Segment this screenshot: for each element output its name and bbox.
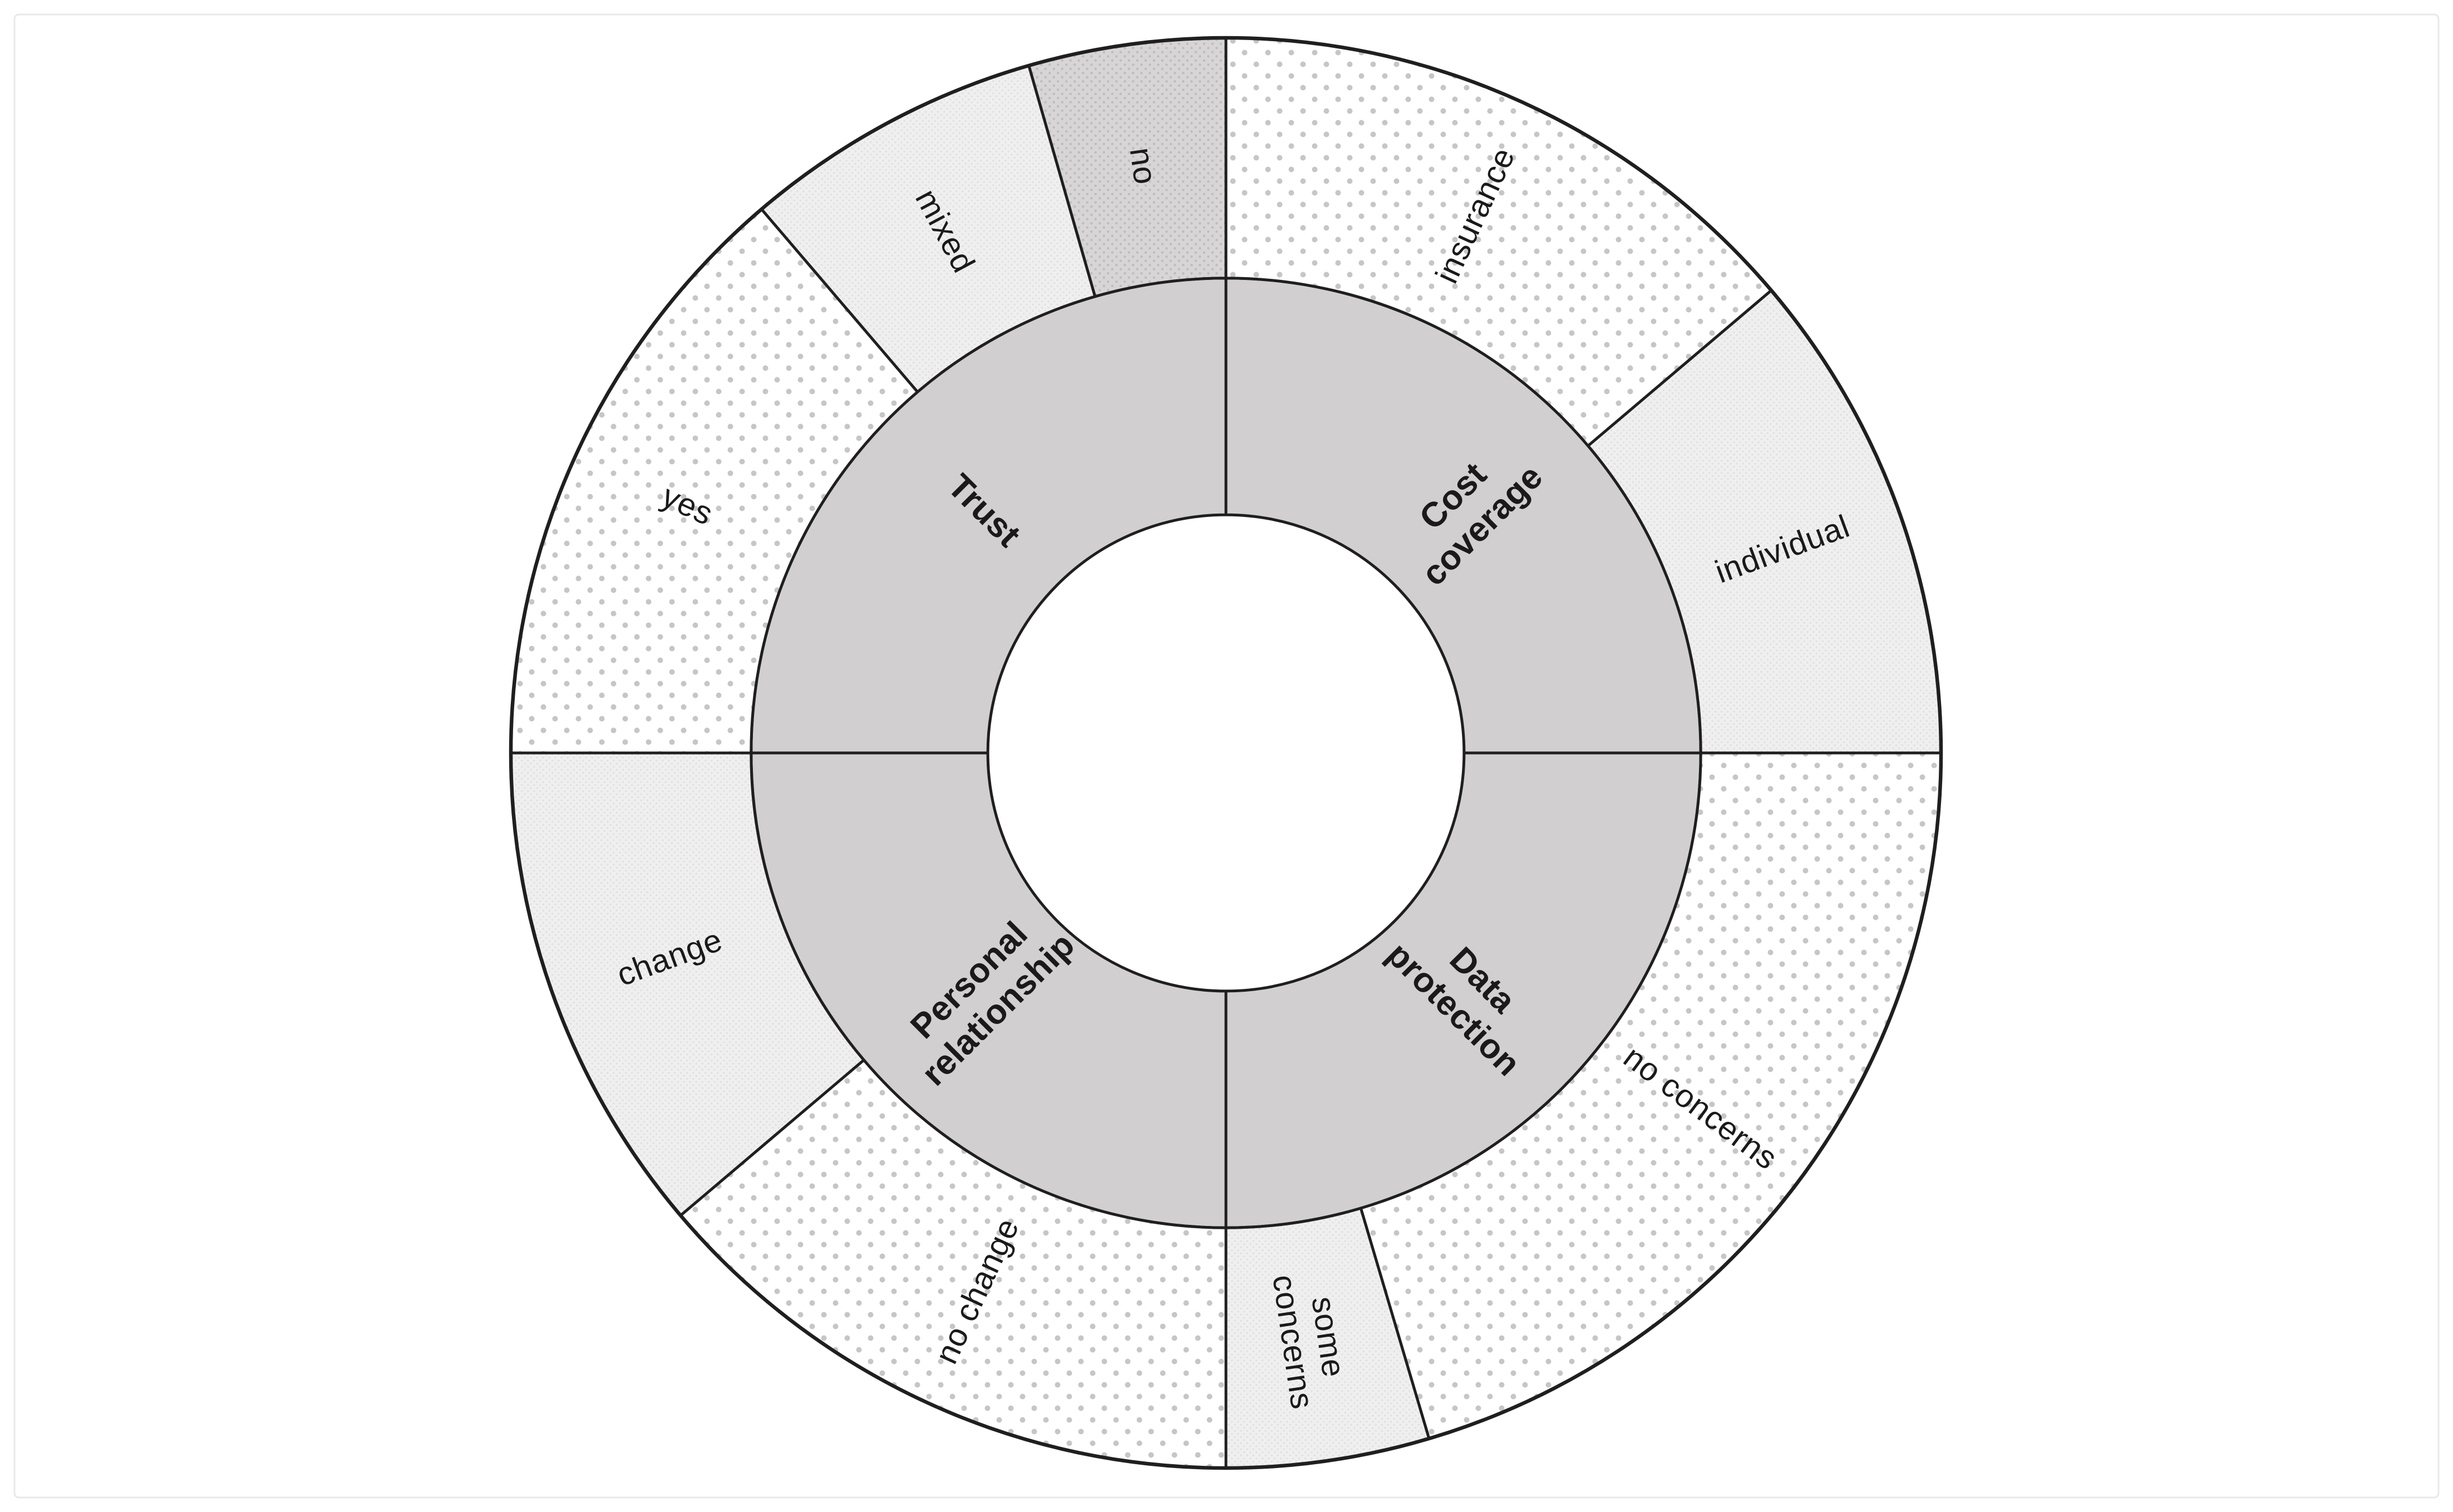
outer-circle-edge (509, 36, 1943, 1470)
label-no: no (1122, 145, 1164, 187)
page-border (13, 13, 2440, 1499)
